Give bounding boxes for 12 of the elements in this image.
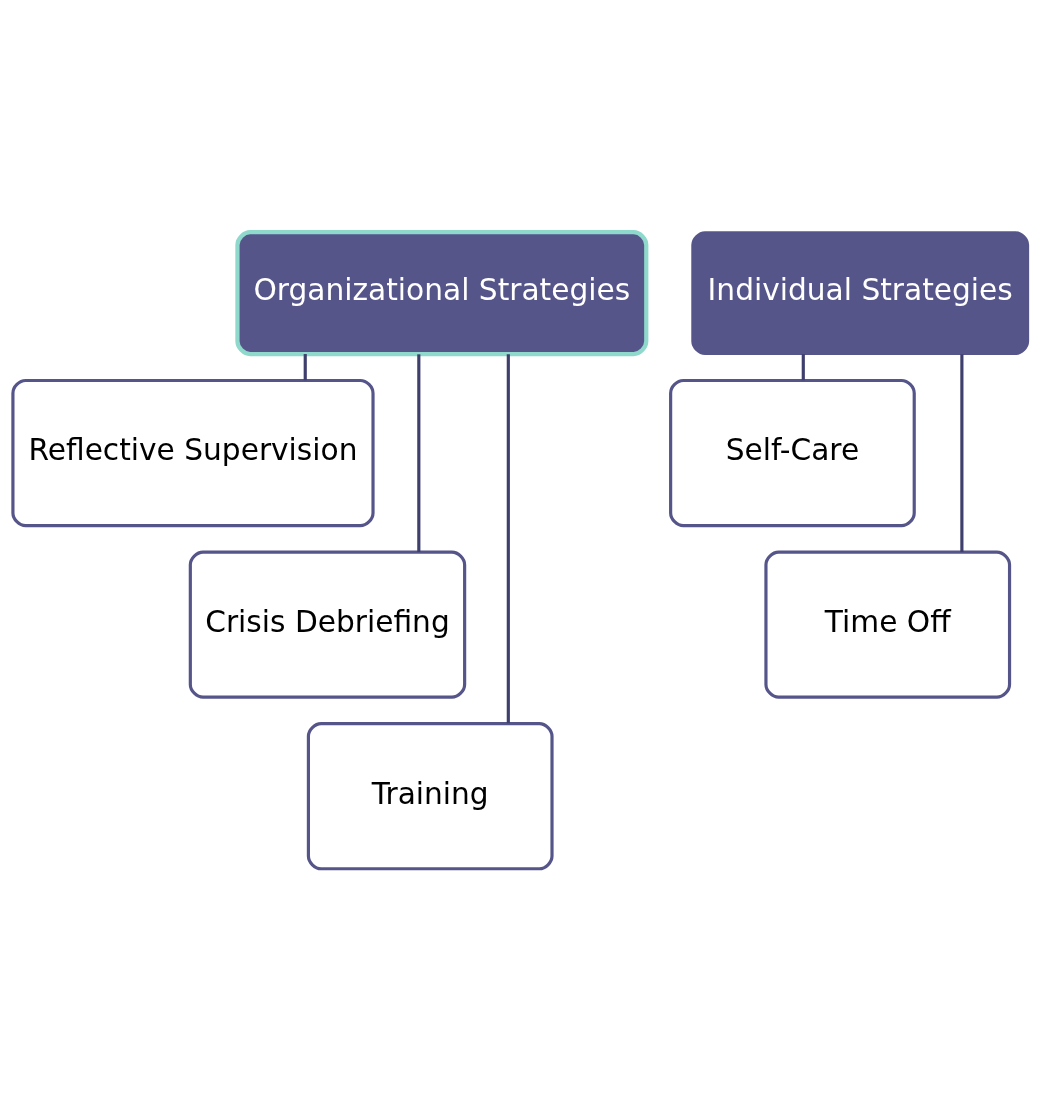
node-box: Organizational Strategies [235, 230, 649, 357]
node-box: Crisis Debriefing [188, 550, 467, 699]
connector [801, 354, 805, 381]
connector [303, 354, 307, 381]
node-box: Reflective Supervision [11, 378, 375, 528]
node-box: Time Off [764, 550, 1012, 699]
node-box: Individual Strategies [691, 231, 1030, 356]
connector [506, 354, 510, 724]
node-box: Training [306, 722, 554, 871]
connector [960, 354, 964, 552]
connector [417, 354, 421, 552]
node-box: Self-Care [669, 378, 916, 528]
